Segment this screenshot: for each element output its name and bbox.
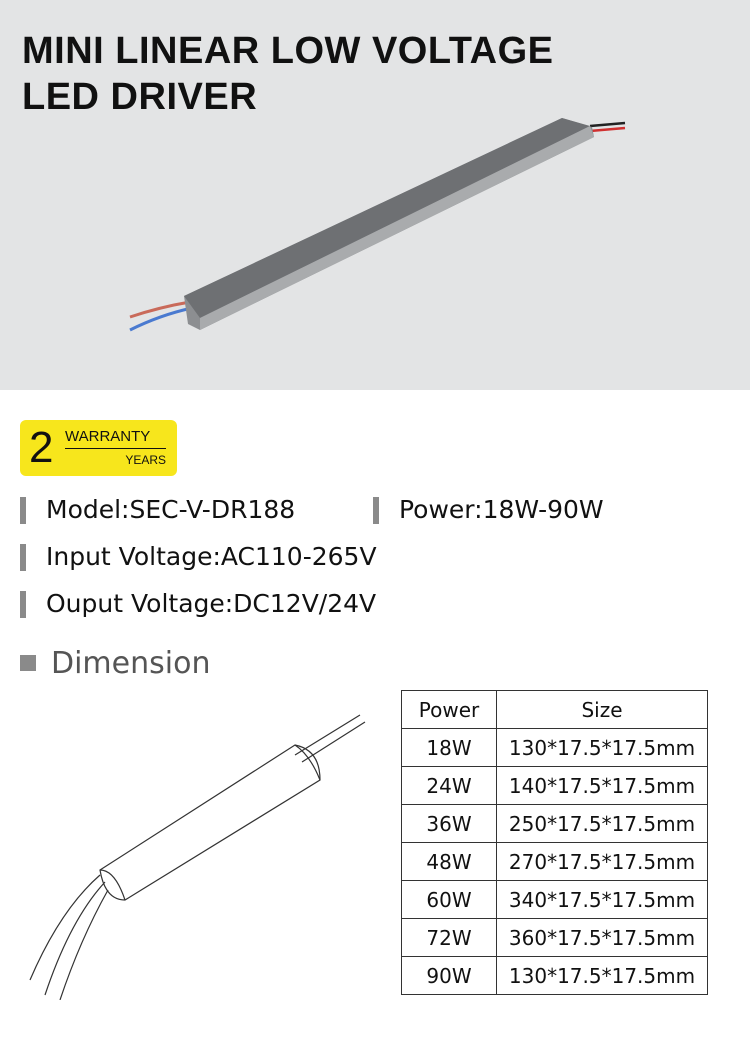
power-cell: 18W (401, 728, 497, 767)
warranty-years-number: 2 (29, 423, 54, 472)
power-cell: 72W (401, 918, 497, 957)
bullet-bar (373, 497, 379, 524)
dimension-heading: Dimension (51, 646, 211, 681)
power-cell: 90W (401, 956, 497, 995)
title-line-2: LED DRIVER (22, 76, 258, 118)
spec-power: Power:18W-90W (399, 495, 604, 524)
warranty-badge: 2 WARRANTY YEARS (20, 420, 177, 476)
bullet-bar (20, 497, 26, 524)
size-cell: 130*17.5*17.5mm (496, 728, 708, 767)
power-cell: 24W (401, 766, 497, 805)
warranty-label: WARRANTY (65, 428, 166, 449)
bullet-square (20, 655, 36, 671)
power-cell: 48W (401, 842, 497, 881)
size-cell: 250*17.5*17.5mm (496, 804, 708, 843)
bullet-bar (20, 544, 26, 571)
product-image (129, 118, 626, 332)
size-cell: 340*17.5*17.5mm (496, 880, 708, 919)
title-line-1: MINI LINEAR LOW VOLTAGE (22, 30, 554, 72)
bullet-bar (20, 591, 26, 618)
power-cell: 36W (401, 804, 497, 843)
header-power: Power (401, 690, 497, 729)
power-cell: 60W (401, 880, 497, 919)
hero-banner (0, 0, 750, 390)
warranty-unit: YEARS (125, 453, 166, 467)
size-cell: 270*17.5*17.5mm (496, 842, 708, 881)
size-cell: 140*17.5*17.5mm (496, 766, 708, 805)
spec-output-voltage: Ouput Voltage:DC12V/24V (46, 589, 377, 618)
size-cell: 360*17.5*17.5mm (496, 918, 708, 957)
spec-input-voltage: Input Voltage:AC110-265V (46, 542, 377, 571)
header-size: Size (496, 690, 708, 729)
size-cell: 130*17.5*17.5mm (496, 956, 708, 995)
dimension-drawing (29, 714, 366, 1000)
spec-model: Model:SEC-V-DR188 (46, 495, 296, 524)
